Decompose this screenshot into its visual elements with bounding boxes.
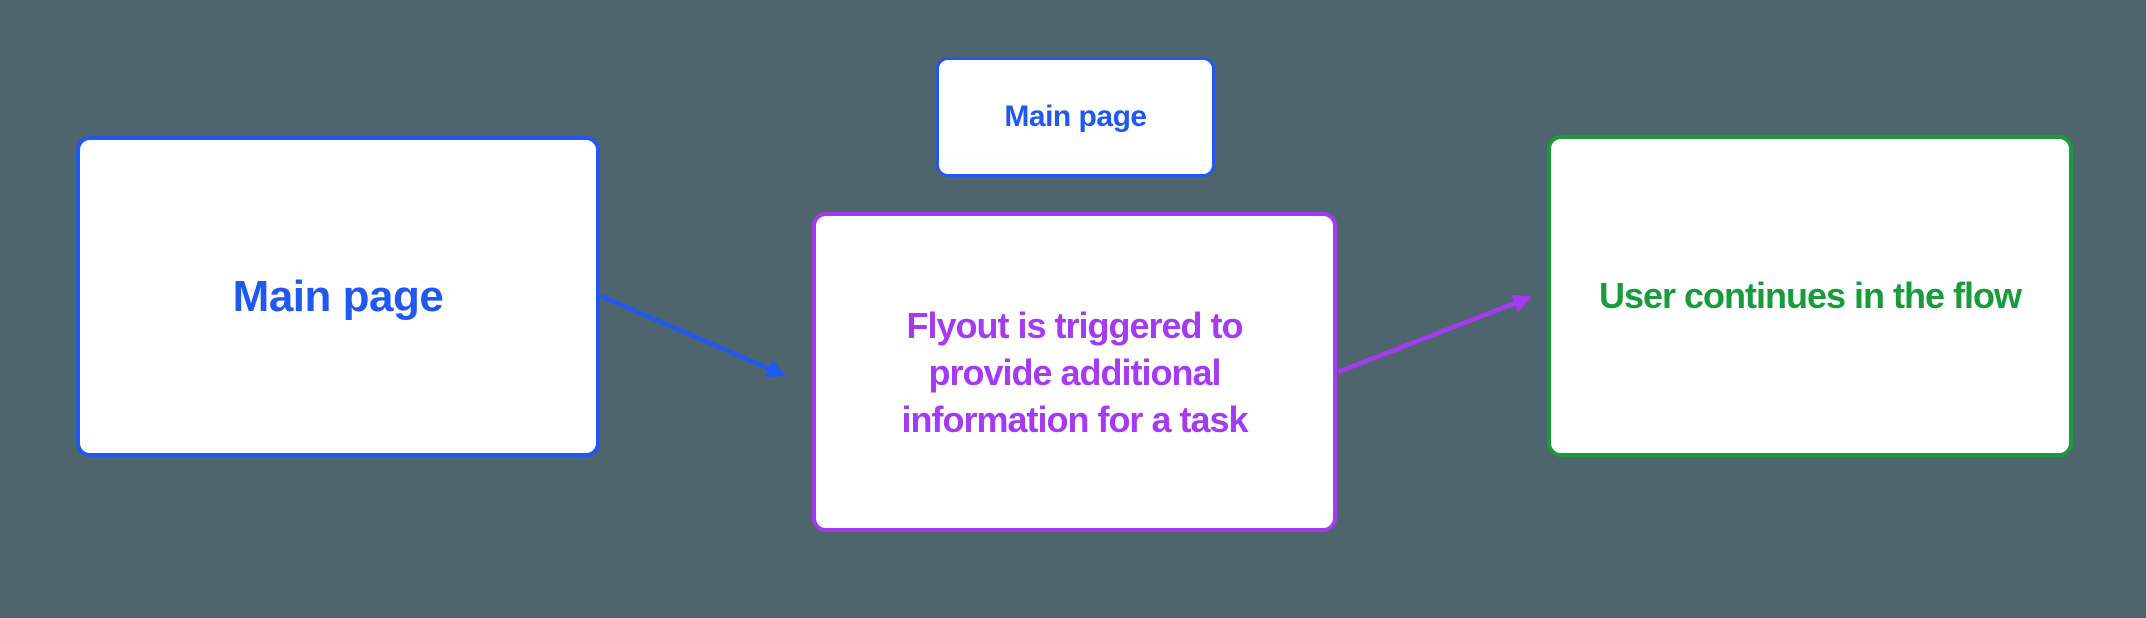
- node-main-page-small[interactable]: Main page: [936, 57, 1215, 177]
- arrow-main-to-flyout[interactable]: [600, 293, 786, 378]
- node-user-continues-label: User continues in the flow: [1598, 275, 2022, 316]
- node-flyout-label-line-1: Flyout is triggered to: [906, 304, 1243, 346]
- node-flyout-label-line-2: provide additional: [928, 351, 1221, 393]
- node-flyout[interactable]: Flyout is triggered to provide additiona…: [812, 212, 1337, 532]
- node-main-page[interactable]: Main page: [76, 136, 600, 457]
- node-main-page-label: Main page: [232, 271, 444, 321]
- node-user-continues[interactable]: User continues in the flow: [1547, 135, 2073, 457]
- arrow-flyout-to-continue[interactable]: [1337, 294, 1533, 375]
- node-flyout-label-line-3: information for a task: [901, 398, 1248, 440]
- node-main-page-small-label: Main page: [1004, 100, 1147, 133]
